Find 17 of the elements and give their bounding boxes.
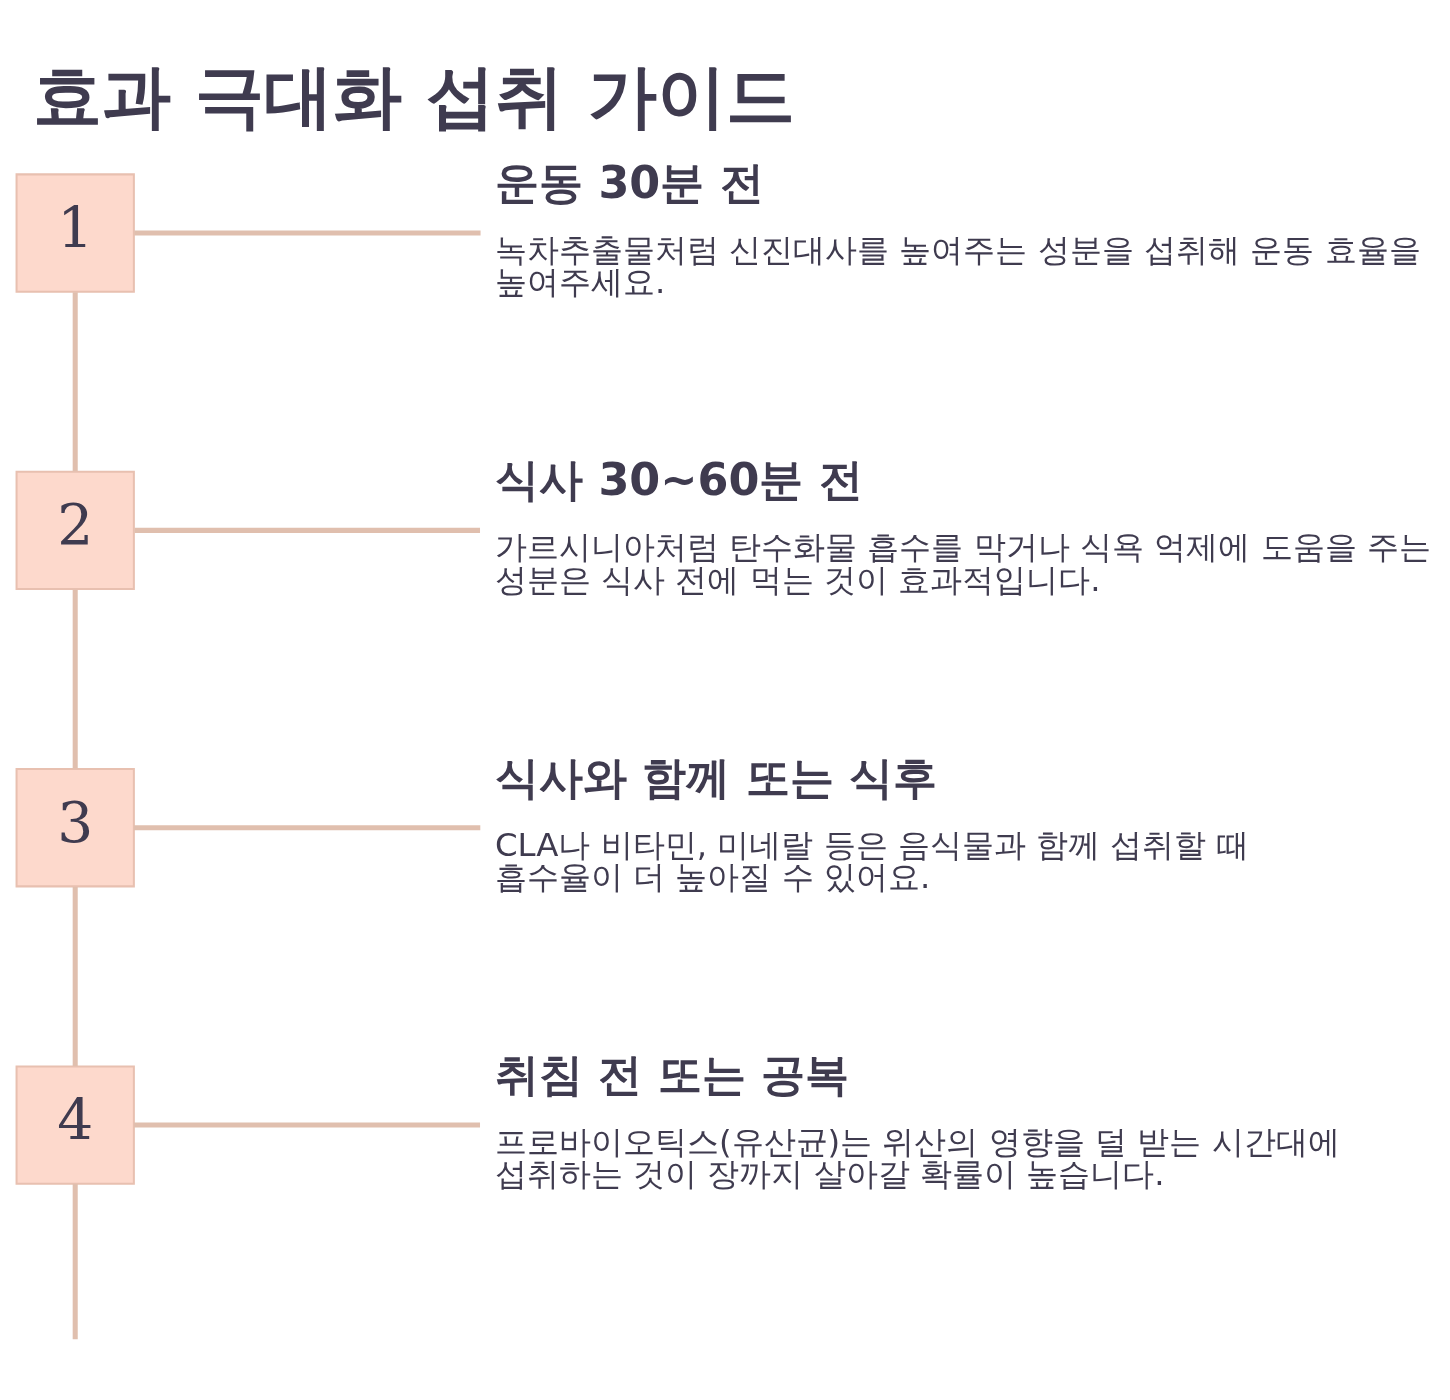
node-text: 운동 30분 전 녹차추출물처럼 신진대사를 높여주는 성분을 섭취해 운동 효율을 높여주세요. bbox=[494, 156, 1421, 302]
node-box: 1 bbox=[15, 173, 135, 293]
diagram-title: 효과 극대화 섭취 가이드 bbox=[32, 56, 795, 137]
node-text: 식사와 함께 또는 식후 CLA나 비타민, 미네랄 등은 음식물과 함께 섭취할 때 흡수율이 더 높아질 수 있어요. bbox=[494, 751, 1249, 896]
connector bbox=[72, 292, 78, 472]
node-text: 취침 전 또는 공복 프로바이오틱스(유산균)는 위산의 영향을 덜 받는 시간대에 섭취하는 것이 장까지 살아갈 확률이 높습니다. bbox=[494, 1048, 1340, 1194]
node-text: 식사 30~60분 전 가르시니아처럼 탄수화물 흡수를 막거나 식욕 억제에 도움을 주는 성분은 식사 전에 먹는 것이 효과적입니다. bbox=[494, 454, 1431, 599]
connector bbox=[72, 1184, 78, 1340]
node-box: 2 bbox=[15, 470, 135, 591]
connector bbox=[134, 527, 480, 533]
connector bbox=[72, 887, 78, 1066]
connector bbox=[72, 589, 78, 769]
node-box: 4 bbox=[15, 1065, 135, 1185]
connector bbox=[134, 1122, 480, 1128]
connector bbox=[134, 825, 481, 831]
node-box: 3 bbox=[15, 768, 135, 888]
connector bbox=[134, 230, 481, 236]
